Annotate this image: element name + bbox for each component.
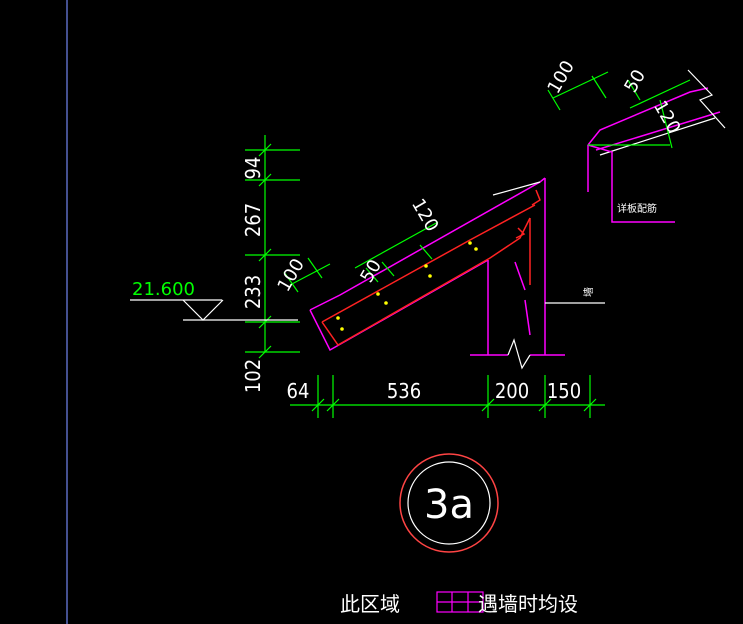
slope-dim-50: 50	[356, 256, 386, 286]
dim-267: 267	[241, 203, 265, 237]
dim-102: 102	[241, 359, 265, 393]
level-mark: 21.600	[130, 279, 298, 321]
bottom-left-text: 此区域	[340, 592, 400, 616]
dim-150: 150	[547, 379, 581, 403]
eave-detail: 100 50 120 详板配筋	[544, 57, 726, 223]
dim-64: 64	[287, 379, 310, 403]
slope-dim-100: 100	[274, 255, 309, 295]
section-label-text: 3a	[424, 482, 474, 528]
section-label: 3a	[399, 453, 499, 553]
dim-233: 233	[241, 275, 265, 309]
dim-200: 200	[495, 379, 529, 403]
wall-note: 墙	[582, 287, 595, 297]
dim-94: 94	[241, 157, 265, 180]
rebar-lines	[321, 189, 541, 346]
sloped-section-outline	[309, 177, 605, 370]
dim-536: 536	[387, 379, 421, 403]
detail-note: 详板配筋	[617, 202, 657, 215]
detail-dim-50: 50	[620, 66, 650, 96]
legend-box	[436, 591, 484, 613]
level-value: 21.600	[132, 279, 195, 300]
slope-dim-120: 120	[407, 195, 442, 235]
vertical-dimension-chain: 94 267 233 102	[241, 135, 300, 393]
bottom-right-text: 遇墙时均设	[478, 592, 578, 616]
slope-dimensions: 100 50 120	[274, 195, 443, 295]
horizontal-dimension-chain: 64 536 200 150	[287, 375, 605, 418]
